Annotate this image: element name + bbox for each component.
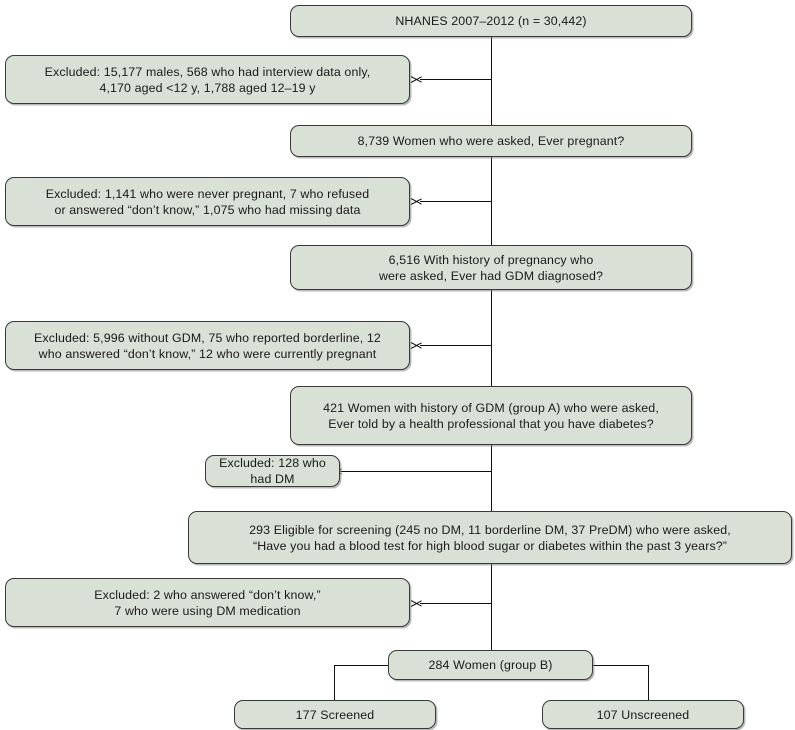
node-line: 293 Eligible for screening (245 no DM, 1… xyxy=(249,522,731,537)
connector-n1-n2 xyxy=(491,37,492,125)
node-line: 177 Screened xyxy=(295,707,375,722)
node-line: Excluded: 15,177 males, 568 who had inte… xyxy=(44,64,371,79)
connector-branch-x5 xyxy=(420,603,491,604)
node-line: 8,739 Women who were asked, Ever pregnan… xyxy=(357,134,625,148)
node-line: Excluded: 128 who had DM xyxy=(219,456,326,486)
node-women-ever-pregnant: 8,739 Women who were asked, Ever pregnan… xyxy=(290,125,692,157)
node-exclusion-3: Excluded: 5,996 without GDM, 75 who repo… xyxy=(5,321,410,370)
arrowhead-x1 xyxy=(411,73,422,86)
arrowhead-x3 xyxy=(411,339,422,352)
connector-n6-n7 xyxy=(334,665,335,700)
node-line: Excluded: 2 who answered “don’t know,” xyxy=(94,587,321,602)
node-line: “Have you had a blood test for high bloo… xyxy=(252,538,728,553)
node-group-b: 284 Women (group B) xyxy=(388,650,593,680)
connector-branch-x4 xyxy=(340,471,491,472)
node-exclusion-2: Excluded: 1,141 who were never pregnant,… xyxy=(5,177,410,226)
connector-branch-x1 xyxy=(420,79,491,80)
arrowhead-x5 xyxy=(411,597,422,610)
node-exclusion-1: Excluded: 15,177 males, 568 who had inte… xyxy=(5,55,410,104)
node-line: or answered “don’t know,” 1,075 who had … xyxy=(54,202,361,217)
node-exclusion-5: Excluded: 2 who answered “don’t know,” 7… xyxy=(5,578,410,627)
node-exclusion-4: Excluded: 128 who had DM xyxy=(205,455,340,487)
arrowhead-x2 xyxy=(411,195,422,208)
node-line: Ever told by a health professional that … xyxy=(328,416,654,431)
node-line: 107 Unscreened xyxy=(596,707,690,722)
node-unscreened: 107 Unscreened xyxy=(542,700,744,729)
connector-n4-n5 xyxy=(491,445,492,511)
node-line: NHANES 2007–2012 (n = 30,442) xyxy=(395,14,587,28)
node-line: Excluded: 1,141 who were never pregnant,… xyxy=(45,186,370,201)
node-gdm-group-a: 421 Women with history of GDM (group A) … xyxy=(290,386,692,445)
node-line: Excluded: 5,996 without GDM, 75 who repo… xyxy=(34,330,381,345)
connector-n3-n4 xyxy=(491,290,492,386)
node-screened: 177 Screened xyxy=(234,700,436,729)
node-line: 4,170 aged <12 y, 1,788 aged 12–19 y xyxy=(99,80,316,95)
connector-n6-n8 xyxy=(648,665,649,700)
node-source-population: NHANES 2007–2012 (n = 30,442) xyxy=(290,5,692,37)
connector-n2-n3 xyxy=(491,157,492,245)
node-line: 7 who were using DM medication xyxy=(114,603,301,618)
node-line: who answered “don’t know,” 12 who were c… xyxy=(38,346,377,361)
node-line: 284 Women (group B) xyxy=(428,658,553,672)
connector-branch-x2 xyxy=(420,201,491,202)
node-history-of-pregnancy: 6,516 With history of pregnancy who were… xyxy=(290,245,692,290)
node-line: 421 Women with history of GDM (group A) … xyxy=(323,400,659,415)
node-line: were asked, Ever had GDM diagnosed? xyxy=(378,268,604,283)
node-eligible-for-screening: 293 Eligible for screening (245 no DM, 1… xyxy=(188,511,792,564)
connector-n5-n6 xyxy=(491,564,492,650)
connector-branch-x3 xyxy=(420,345,491,346)
node-line: 6,516 With history of pregnancy who xyxy=(388,252,594,267)
